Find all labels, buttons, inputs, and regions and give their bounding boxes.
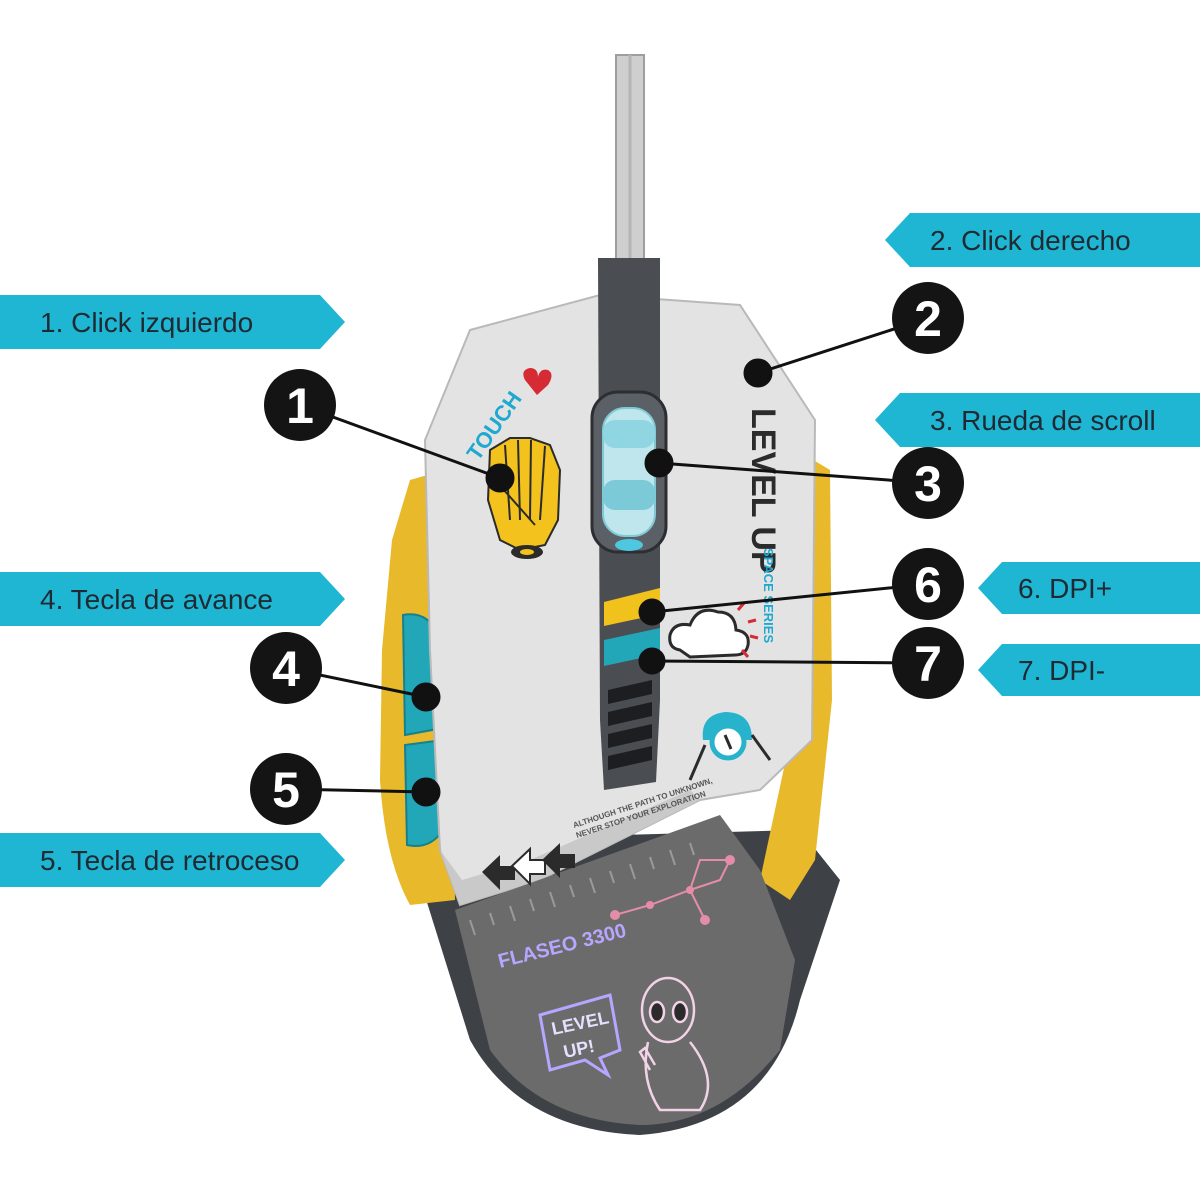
leader-lines bbox=[285, 316, 929, 807]
cloud-icon bbox=[668, 602, 759, 659]
badge-4: 4 bbox=[250, 632, 322, 704]
callout-scroll-wheel: 3. Rueda de scroll bbox=[875, 393, 1200, 447]
constellation-icon bbox=[610, 855, 735, 925]
svg-text:1. Click izquierdo: 1. Click izquierdo bbox=[40, 307, 253, 338]
badge-2: 2 bbox=[892, 282, 964, 354]
heart-icon bbox=[523, 368, 552, 395]
svg-text:2. Click derecho: 2. Click derecho bbox=[930, 225, 1131, 256]
svg-text:3: 3 bbox=[914, 456, 942, 512]
svg-text:4: 4 bbox=[272, 641, 300, 697]
ruler-marks bbox=[469, 842, 695, 936]
badge-3: 3 bbox=[892, 447, 964, 519]
badge-5: 5 bbox=[250, 753, 322, 825]
brand-logo: LEVEL UP bbox=[744, 408, 782, 574]
callout-left-click: 1. Click izquierdo bbox=[0, 295, 345, 349]
arrow-icons bbox=[482, 843, 575, 890]
number-badges: 1 2 3 4 5 6 7 bbox=[250, 282, 964, 825]
badge-1: 1 bbox=[264, 369, 336, 441]
svg-text:4. Tecla de avance: 4. Tecla de avance bbox=[40, 584, 273, 615]
callout-banners: 1. Click izquierdo 4. Tecla de avance 5.… bbox=[0, 213, 1200, 887]
callout-back-key: 5. Tecla de retroceso bbox=[0, 833, 345, 887]
mouse-illustration: FLASEO 3300 LEVEL UP! bbox=[380, 54, 840, 1135]
palm-rest bbox=[455, 815, 795, 1125]
badge-7: 7 bbox=[892, 627, 964, 699]
callout-right-click: 2. Click derecho bbox=[885, 213, 1200, 267]
vent-grille bbox=[608, 680, 652, 770]
svg-text:3. Rueda de scroll: 3. Rueda de scroll bbox=[930, 405, 1156, 436]
svg-text:6. DPI+: 6. DPI+ bbox=[1018, 573, 1112, 604]
series-text: SPACE SERIES bbox=[761, 548, 776, 643]
leader-7 bbox=[651, 659, 929, 665]
eye-icon bbox=[688, 712, 772, 781]
leader-6 bbox=[651, 582, 929, 614]
callout-dpi-down: 7. DPI- bbox=[978, 644, 1200, 696]
svg-text:5: 5 bbox=[272, 762, 300, 818]
svg-text:7. DPI-: 7. DPI- bbox=[1018, 655, 1105, 686]
leader-3 bbox=[658, 461, 929, 485]
callout-forward-key: 4. Tecla de avance bbox=[0, 572, 345, 626]
badge-6: 6 bbox=[892, 548, 964, 620]
svg-text:5. Tecla de retroceso: 5. Tecla de retroceso bbox=[40, 845, 299, 876]
callout-dpi-up: 6. DPI+ bbox=[978, 562, 1200, 614]
svg-text:2: 2 bbox=[914, 291, 942, 347]
svg-text:1: 1 bbox=[286, 378, 314, 434]
svg-text:6: 6 bbox=[914, 557, 942, 613]
svg-text:7: 7 bbox=[914, 636, 942, 692]
alien-icon bbox=[638, 976, 710, 1112]
